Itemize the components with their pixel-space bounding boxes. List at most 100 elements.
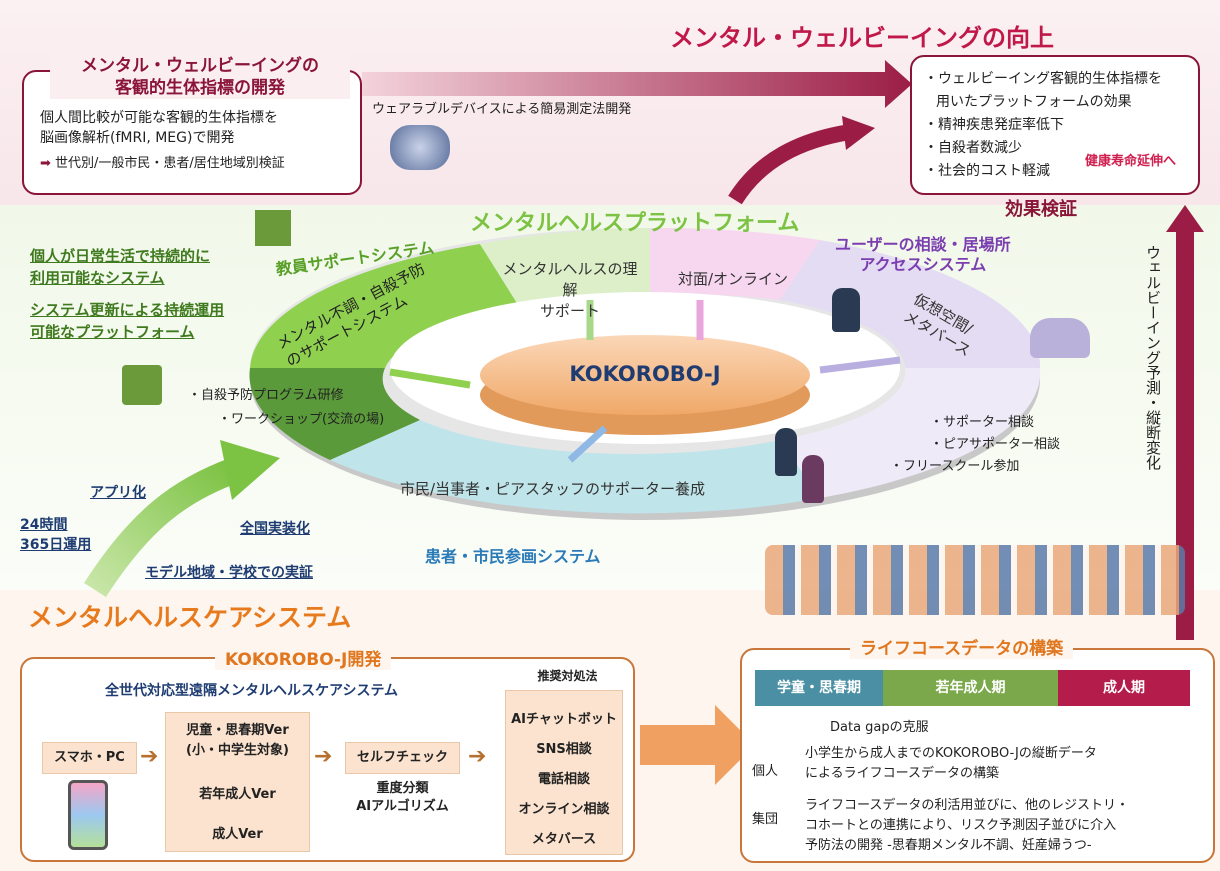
person-icon bbox=[832, 288, 860, 332]
effect-verify-label: 効果検証 bbox=[1005, 199, 1077, 220]
individual-line: によるライフコースデータの構築 bbox=[805, 766, 999, 781]
stage-adult: 成人期 bbox=[1058, 670, 1190, 706]
ring-lightgreen bbox=[480, 228, 650, 308]
smartphone-box: スマホ・PC bbox=[42, 742, 137, 774]
person-icon bbox=[802, 455, 824, 503]
citizen-ring-label: 市民/当事者・ピアスタッフのサポーター養成 bbox=[400, 480, 706, 498]
operation-line2: 365日運用 bbox=[20, 537, 92, 553]
national-label: 全国実装化 bbox=[240, 521, 310, 537]
individual-label: 個人 bbox=[752, 764, 779, 779]
consult-list: ・サポーター相談 ・ピアサポーター相談 ・フリースクール参加 bbox=[890, 412, 1061, 478]
outcome-item: ・ウェルビーイング客観的生体指標を bbox=[924, 71, 1162, 87]
flow-arrow-icon: ➔ bbox=[140, 744, 159, 769]
lifecourse-title: ライフコースデータの構築 bbox=[850, 634, 1074, 659]
group-label: 集団 bbox=[752, 812, 779, 827]
user-access-line2: アクセスシステム bbox=[859, 255, 987, 274]
wellbeing-vertical: ウェルビーイング予測・縦断変化 bbox=[1144, 245, 1162, 470]
biomarker-verify-text: 世代別/一般市民・患者/居住地域別検証 bbox=[55, 156, 285, 171]
arrow-right-icon: ➡ bbox=[40, 156, 51, 171]
outcome-list: ・ウェルビーイング客観的生体指標を 用いたプラットフォームの効果 ・精神疾患発症… bbox=[924, 68, 1162, 183]
ring-lightlavender bbox=[780, 368, 1041, 498]
understanding-label: メンタルヘルスの理解 サポート bbox=[500, 258, 640, 321]
version-label: 児童・思春期Ver bbox=[186, 723, 289, 738]
school-icon bbox=[255, 210, 291, 246]
versions-box: 児童・思春期Ver (小・中学生対象) 若年成人Ver 成人Ver bbox=[165, 712, 310, 852]
recommendation-item: オンライン相談 bbox=[518, 802, 610, 817]
version-label: 若年成人Ver bbox=[199, 787, 276, 802]
note-line: 個人が日常生活で持続的に bbox=[30, 247, 211, 265]
biomarker-desc-line2: 脳画像解析(fMRI, MEG)で開発 bbox=[40, 130, 235, 146]
ring-teal bbox=[330, 420, 820, 514]
training-item: ・ワークショップ(交流の場) bbox=[218, 412, 385, 427]
individual-desc: 小学生から成人までのKOKOROBO-Jの縦断データ によるライフコースデータの… bbox=[805, 744, 1097, 784]
severity-line2: AIアルゴリズム bbox=[356, 799, 449, 814]
ring-darkgreen bbox=[249, 368, 420, 460]
outcome-item: ・精神疾患発症率低下 bbox=[924, 117, 1064, 133]
teacher-icon bbox=[122, 365, 162, 405]
recommendation-item: SNS相談 bbox=[536, 742, 592, 757]
operation-line1: 24時間 bbox=[20, 517, 68, 533]
outcome-item: 用いたプラットフォームの効果 bbox=[936, 94, 1132, 110]
biomarker-verify: ➡ 世代別/一般市民・患者/居住地域別検証 bbox=[40, 152, 285, 171]
face-online-label: 対面/オンライン bbox=[678, 270, 789, 288]
stage-young-adult: 若年成人期 bbox=[883, 670, 1058, 706]
biomarker-title-line1: メンタル・ウェルビーイングの bbox=[81, 56, 319, 76]
healthy-life-label: 健康寿命延伸へ bbox=[1085, 154, 1177, 169]
outcome-item: ・自殺者数減少 bbox=[924, 140, 1022, 156]
user-access-line1: ユーザーの相談・居場所 bbox=[835, 235, 1011, 254]
data-gap-label: Data gapの克服 bbox=[830, 720, 929, 735]
understanding-line2: サポート bbox=[539, 302, 600, 320]
training-list: ・自殺予防プログラム研修 ・ワークショップ(交流の場) bbox=[188, 384, 384, 432]
severity-line1: 重度分類 bbox=[376, 781, 429, 796]
consult-item: ・サポーター相談 bbox=[930, 415, 1035, 430]
recommendation-item: 電話相談 bbox=[537, 772, 590, 787]
severity-label: 重度分類 AIアルゴリズム bbox=[350, 780, 455, 816]
top-arrow bbox=[362, 60, 912, 108]
version-label: (小・中学生対象) bbox=[186, 743, 289, 758]
flow-arrow-icon: ➔ bbox=[314, 744, 333, 769]
note-line: 可能なプラットフォーム bbox=[30, 323, 195, 341]
consult-item: ・ピアサポーター相談 bbox=[930, 437, 1061, 452]
note-line: 利用可能なシステム bbox=[30, 269, 165, 287]
main-title: メンタル・ウェルビーイングの向上 bbox=[670, 24, 1054, 52]
brain-image-icon bbox=[390, 125, 450, 170]
model-label: モデル地域・学校での実証 bbox=[145, 565, 313, 581]
note-line: システム更新による持続運用 bbox=[30, 301, 225, 319]
recommendations-box: AIチャットボット SNS相談 電話相談 オンライン相談 メタバース bbox=[505, 690, 623, 855]
smartphone-icon bbox=[68, 780, 108, 850]
biomarker-desc-line1: 個人間比較が可能な客観的生体指標を bbox=[40, 110, 278, 126]
recommendation-item: メタバース bbox=[531, 832, 597, 847]
dev-subtitle: 全世代対応型遠隔メンタルヘルスケアシステム bbox=[105, 683, 399, 699]
outcome-item: ・社会的コスト軽減 bbox=[924, 163, 1050, 179]
group-line: ライフコースデータの利活用並びに、他のレジストリ・ bbox=[805, 798, 1129, 813]
center-label: KOKOROBO-J bbox=[569, 362, 721, 386]
ring-lavender bbox=[780, 240, 1041, 368]
platform-title: メンタルヘルスプラットフォーム bbox=[470, 211, 800, 236]
people-illustration bbox=[765, 545, 1185, 615]
group-icon bbox=[1030, 318, 1090, 358]
operation-label: 24時間 365日運用 bbox=[20, 515, 91, 555]
biomarker-title: メンタル・ウェルビーイングの 客観的生体指標の開発 bbox=[50, 55, 350, 99]
group-line: コホートとの連携により、リスク予測因子並びに介入 bbox=[805, 818, 1117, 833]
individual-line: 小学生から成人までのKOKOROBO-Jの縦断データ bbox=[805, 746, 1097, 761]
vertical-arrow bbox=[1176, 230, 1194, 640]
biomarker-title-line2: 客観的生体指標の開発 bbox=[115, 78, 285, 98]
platform-notes: 個人が日常生活で持続的に 利用可能なシステム システム更新による持続運用 可能な… bbox=[30, 245, 224, 343]
biomarker-desc: 個人間比較が可能な客観的生体指標を 脳画像解析(fMRI, MEG)で開発 bbox=[40, 108, 278, 148]
group-desc: ライフコースデータの利活用並びに、他のレジストリ・ コホートとの連携により、リス… bbox=[805, 796, 1129, 856]
recommendation-item: AIチャットボット bbox=[511, 712, 617, 727]
group-line: 予防法の開発 -思春期メンタル不調、妊産婦うつ- bbox=[805, 838, 1092, 853]
outcome-box bbox=[910, 55, 1200, 195]
person-icon bbox=[775, 428, 797, 476]
training-item: ・自殺予防プログラム研修 bbox=[188, 388, 344, 403]
understanding-line1: メンタルヘルスの理解 bbox=[502, 260, 638, 299]
user-access-label: ユーザーの相談・居場所 アクセスシステム bbox=[835, 235, 1011, 275]
version-label: 成人Ver bbox=[212, 827, 263, 842]
selfcheck-box: セルフチェック bbox=[345, 742, 460, 774]
curved-arrow bbox=[728, 124, 852, 205]
flow-arrow-icon: ➔ bbox=[468, 744, 487, 769]
patient-system-label: 患者・市民参画システム bbox=[425, 547, 601, 566]
ring-green bbox=[250, 244, 520, 368]
stage-child: 学童・思春期 bbox=[755, 670, 883, 706]
consult-item: ・フリースクール参加 bbox=[890, 459, 1020, 474]
